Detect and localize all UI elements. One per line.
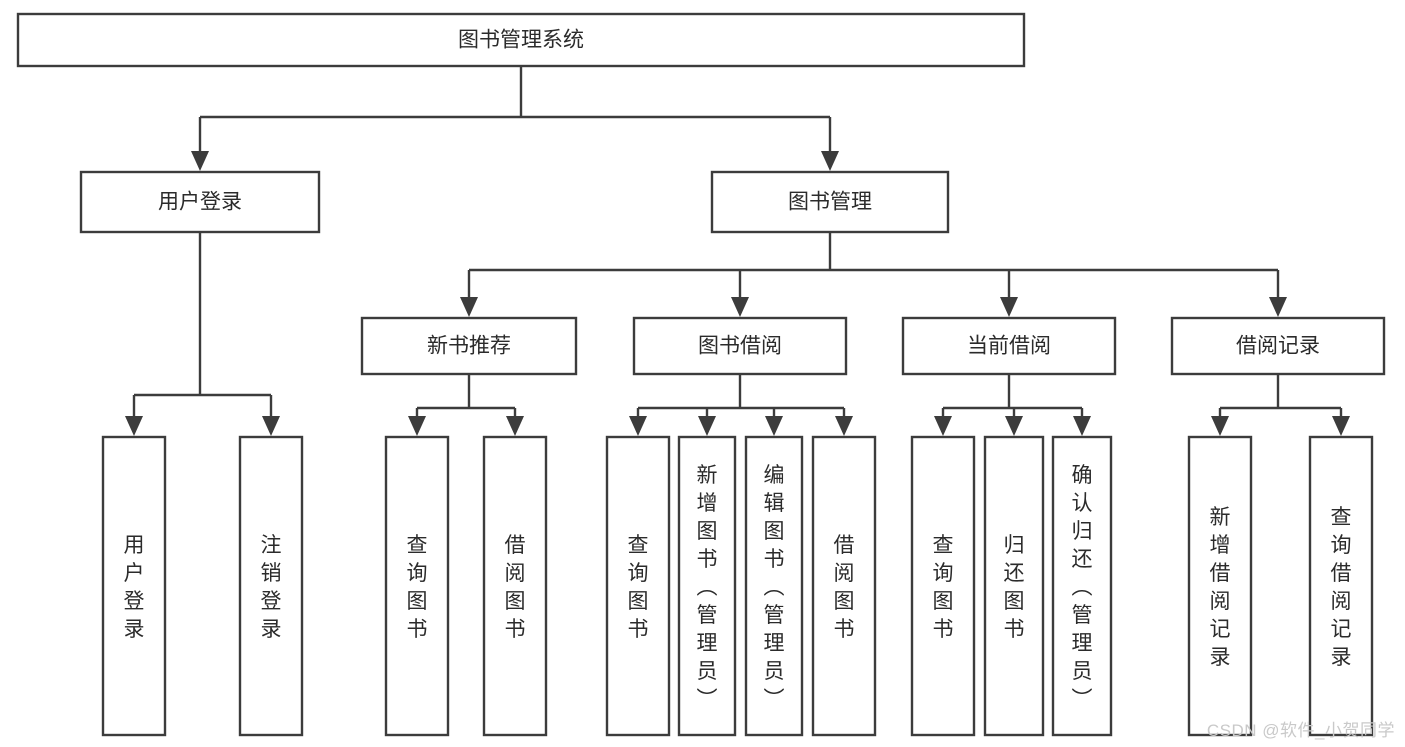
node-label-user-login: 用户登录: [158, 191, 242, 214]
edge-group-book-borrow: [629, 374, 853, 436]
arrow-head-leaf-query-book-3: [934, 416, 952, 436]
node-leaf-query-book-1[interactable]: 查询图书: [384, 435, 450, 737]
node-box-borrow-record[interactable]: [1170, 316, 1386, 376]
node-label-leaf-add-book: 新增图书︵管理员︶: [697, 464, 718, 711]
arrow-head-leaf-confirm-return: [1073, 416, 1091, 436]
node-leaf-logout[interactable]: 注销登录: [238, 435, 304, 737]
arrow-head-leaf-return-book: [1005, 416, 1023, 436]
node-label-root: 图书管理系统: [458, 29, 584, 52]
edge-group-book-management: [460, 232, 1287, 317]
arrow-head-book-borrow: [731, 297, 749, 317]
node-leaf-borrow-book-2[interactable]: 借阅图书: [811, 435, 877, 737]
node-label-leaf-return-book: 归还图书: [1004, 534, 1025, 641]
node-box-leaf-query-book-3[interactable]: [910, 435, 976, 737]
arrow-head-book-management: [821, 151, 839, 171]
node-label-leaf-confirm-return: 确认归还︵管理员︶: [1072, 464, 1093, 711]
node-label-leaf-user-login: 用户登录: [124, 534, 145, 641]
node-label-borrow-record: 借阅记录: [1236, 335, 1320, 358]
node-current-borrow[interactable]: 当前借阅: [901, 316, 1117, 376]
node-leaf-user-login[interactable]: 用户登录: [101, 435, 167, 737]
node-label-leaf-borrow-book-1: 借阅图书: [505, 534, 526, 641]
node-box-leaf-borrow-book-2[interactable]: [811, 435, 877, 737]
arrow-head-borrow-record: [1269, 297, 1287, 317]
node-box-leaf-query-book-2[interactable]: [605, 435, 671, 737]
node-leaf-return-book[interactable]: 归还图书: [983, 435, 1045, 737]
node-label-current-borrow: 当前借阅: [967, 335, 1051, 358]
node-box-current-borrow[interactable]: [901, 316, 1117, 376]
connector-layer: [125, 66, 1350, 436]
edge-group-current-borrow: [934, 374, 1091, 436]
node-new-book-recommend[interactable]: 新书推荐: [360, 316, 578, 376]
node-box-leaf-add-record[interactable]: [1187, 435, 1253, 737]
node-label-book-borrow: 图书借阅: [698, 335, 782, 358]
node-label-leaf-logout: 注销登录: [261, 534, 282, 641]
arrow-head-leaf-add-book: [698, 416, 716, 436]
node-user-login[interactable]: 用户登录: [79, 170, 321, 234]
node-book-management[interactable]: 图书管理: [710, 170, 950, 234]
arrow-head-leaf-edit-book: [765, 416, 783, 436]
node-box-user-login[interactable]: [79, 170, 321, 234]
node-leaf-query-book-3[interactable]: 查询图书: [910, 435, 976, 737]
arrow-head-leaf-query-record: [1332, 416, 1350, 436]
edge-group-root: [191, 66, 839, 171]
node-leaf-add-record[interactable]: 新增借阅记录: [1187, 435, 1253, 737]
arrow-head-leaf-logout: [262, 416, 280, 436]
node-box-leaf-borrow-book-1[interactable]: [482, 435, 548, 737]
node-label-leaf-add-record: 新增借阅记录: [1210, 506, 1231, 669]
csdn-watermark: CSDN @软件_小贺同学: [1206, 721, 1395, 740]
node-box-root[interactable]: [16, 12, 1026, 68]
node-box-leaf-user-login[interactable]: [101, 435, 167, 737]
node-label-leaf-query-book-2: 查询图书: [628, 534, 649, 641]
node-box-leaf-edit-book[interactable]: [744, 435, 804, 737]
node-box-book-borrow[interactable]: [632, 316, 848, 376]
node-label-leaf-edit-book: 编辑图书︵管理员︶: [764, 464, 785, 711]
node-leaf-query-book-2[interactable]: 查询图书: [605, 435, 671, 737]
edge-group-user-login: [125, 232, 280, 436]
node-leaf-add-book[interactable]: 新增图书︵管理员︶: [677, 435, 737, 737]
arrow-head-leaf-query-book-2: [629, 416, 647, 436]
node-box-leaf-return-book[interactable]: [983, 435, 1045, 737]
node-leaf-confirm-return[interactable]: 确认归还︵管理员︶: [1051, 435, 1113, 737]
node-label-leaf-query-record: 查询借阅记录: [1331, 506, 1352, 669]
edge-group-new-book-recommend: [408, 374, 524, 436]
node-leaf-query-record[interactable]: 查询借阅记录: [1308, 435, 1374, 737]
node-book-borrow[interactable]: 图书借阅: [632, 316, 848, 376]
node-root[interactable]: 图书管理系统: [16, 12, 1026, 68]
node-box-leaf-query-record[interactable]: [1308, 435, 1374, 737]
arrow-head-new-book-recommend: [460, 297, 478, 317]
arrow-head-leaf-query-book-1: [408, 416, 426, 436]
node-label-book-management: 图书管理: [788, 191, 872, 214]
edge-group-borrow-record: [1211, 374, 1350, 436]
node-leaf-borrow-book-1[interactable]: 借阅图书: [482, 435, 548, 737]
arrow-head-leaf-borrow-book-1: [506, 416, 524, 436]
arrow-head-user-login: [191, 151, 209, 171]
node-box-leaf-logout[interactable]: [238, 435, 304, 737]
node-box-leaf-confirm-return[interactable]: [1051, 435, 1113, 737]
node-label-leaf-query-book-3: 查询图书: [933, 534, 954, 641]
node-label-leaf-borrow-book-2: 借阅图书: [834, 534, 855, 641]
node-leaf-edit-book[interactable]: 编辑图书︵管理员︶: [744, 435, 804, 737]
arrow-head-current-borrow: [1000, 297, 1018, 317]
node-label-leaf-query-book-1: 查询图书: [407, 534, 428, 641]
arrow-head-leaf-add-record: [1211, 416, 1229, 436]
node-box-leaf-add-book[interactable]: [677, 435, 737, 737]
node-box-book-management[interactable]: [710, 170, 950, 234]
node-borrow-record[interactable]: 借阅记录: [1170, 316, 1386, 376]
node-label-new-book-recommend: 新书推荐: [427, 335, 511, 358]
arrow-head-leaf-user-login: [125, 416, 143, 436]
node-layer: 图书管理系统用户登录图书管理新书推荐图书借阅当前借阅借阅记录用户登录注销登录查询…: [16, 12, 1386, 737]
node-box-leaf-query-book-1[interactable]: [384, 435, 450, 737]
arrow-head-leaf-borrow-book-2: [835, 416, 853, 436]
node-box-new-book-recommend[interactable]: [360, 316, 578, 376]
